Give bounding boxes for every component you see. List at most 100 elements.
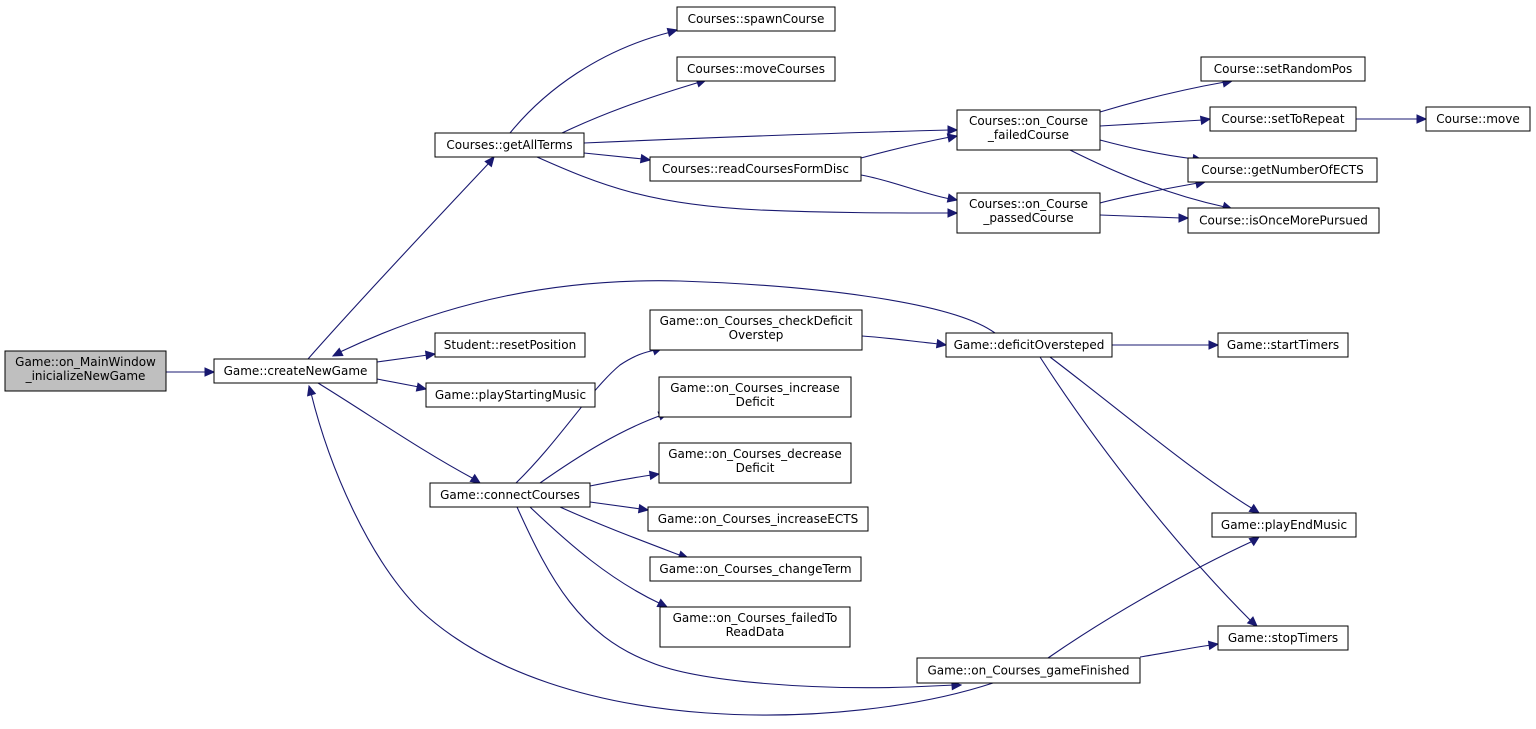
node-setToRepeat[interactable]: Course::setToRepeat	[1209, 106, 1357, 132]
node-label-line: Game::startTimers	[1227, 338, 1339, 352]
node-failedCourse[interactable]: Courses::on_Course_failedCourse	[956, 109, 1101, 151]
node-label-line: Game::on_Courses_increaseECTS	[658, 512, 858, 526]
node-label-line: Game::on_Courses_changeTerm	[659, 562, 851, 576]
node-resetPosition[interactable]: Student::resetPosition	[434, 332, 586, 358]
node-changeTerm[interactable]: Game::on_Courses_changeTerm	[649, 556, 862, 582]
node-box	[676, 56, 836, 82]
edge-passedCourse-to-getNumberOfECTS	[1099, 179, 1207, 204]
node-deficitOversteped[interactable]: Game::deficitOversteped	[945, 332, 1113, 358]
edge-line	[559, 506, 683, 557]
node-label-line: Game::on_Courses_failedTo	[673, 611, 838, 625]
edge-getAllTerms-to-passedCourse	[536, 156, 959, 218]
edge-arrowhead	[946, 193, 959, 203]
node-label-line: Game::on_MainWindow	[15, 355, 156, 369]
edge-arrowhead	[947, 125, 959, 135]
edge-line	[307, 162, 490, 360]
node-label-line: Deficit	[736, 395, 775, 409]
node-box	[1425, 106, 1531, 132]
node-label-line: Courses::on_Course	[969, 114, 1088, 128]
edge-connectCourses-to-increaseDeficit	[539, 411, 670, 484]
edge-createNewGame-to-connectCourses	[317, 382, 482, 484]
node-label-line: Course::move	[1436, 112, 1520, 126]
node-box	[434, 132, 585, 158]
node-label-line: Game::playStartingMusic	[435, 388, 586, 402]
node-box	[1217, 332, 1349, 358]
node-box	[1217, 625, 1349, 651]
edge-line	[310, 392, 994, 716]
node-label-line: Overstep	[729, 328, 784, 342]
edge-passedCourse-to-isOnceMorePursued	[1099, 213, 1190, 223]
edge-arrowhead	[947, 208, 959, 218]
node-isOnceMorePursued[interactable]: Course::isOnceMorePursued	[1187, 207, 1380, 234]
node-stopTimers[interactable]: Game::stopTimers	[1217, 625, 1349, 651]
node-label-line: Student::resetPosition	[444, 338, 576, 352]
edge-line	[376, 354, 429, 363]
edge-failedCourse-to-setToRepeat	[1099, 115, 1212, 127]
node-box	[658, 376, 852, 418]
node-label-line: Game::playEndMusic	[1221, 518, 1347, 532]
node-moveCourses[interactable]: Courses::moveCourses	[676, 56, 836, 82]
node-label-line: Courses::readCoursesFormDisc	[662, 162, 849, 176]
node-startTimers[interactable]: Game::startTimers	[1217, 332, 1349, 358]
node-label-line: _failedCourse	[987, 128, 1069, 142]
node-move[interactable]: Course::move	[1425, 106, 1531, 132]
edge-line	[1099, 182, 1199, 204]
edge-gameFinished-to-stopTimers	[1139, 640, 1220, 658]
edge-createNewGame-to-getAllTerms	[307, 156, 495, 360]
node-playStartingMusic[interactable]: Game::playStartingMusic	[425, 382, 596, 408]
edge-line	[589, 474, 653, 487]
node-passedCourse[interactable]: Courses::on_Course_passedCourse	[956, 192, 1101, 234]
edge-arrowhead	[469, 473, 482, 484]
node-setRandomPos[interactable]: Course::setRandomPos	[1200, 56, 1366, 82]
node-getAllTerms[interactable]: Courses::getAllTerms	[434, 132, 585, 158]
node-readCoursesFormDisc[interactable]: Courses::readCoursesFormDisc	[649, 156, 862, 182]
node-box	[1187, 157, 1378, 183]
edge-arrowhead	[666, 27, 679, 38]
edge-line	[1099, 214, 1182, 219]
edge-line	[583, 152, 644, 160]
edge-line	[583, 129, 951, 144]
node-connectCourses[interactable]: Game::connectCourses	[429, 482, 591, 508]
edge-deficitOversteped-to-playEndMusic	[1049, 356, 1261, 514]
node-box	[647, 506, 869, 532]
node-createNewGame[interactable]: Game::createNewGame	[213, 358, 378, 384]
edge-connectCourses-to-gameFinished	[516, 506, 963, 691]
node-label-line: _inicializeNewGame	[25, 369, 146, 383]
node-gameFinished[interactable]: Game::on_Courses_gameFinished	[916, 657, 1141, 684]
node-playEndMusic[interactable]: Game::playEndMusic	[1211, 512, 1357, 538]
edge-line	[536, 156, 951, 214]
node-box	[425, 382, 596, 408]
edge-deficitOversteped-to-startTimers	[1112, 340, 1220, 350]
node-spawnCourse[interactable]: Courses::spawnCourse	[676, 6, 836, 32]
edge-arrowhead	[424, 350, 437, 360]
edge-createNewGame-to-resetPosition	[376, 350, 437, 363]
edge-line	[339, 280, 996, 353]
edge-arrowhead	[1248, 503, 1261, 514]
node-box	[649, 309, 863, 351]
node-label-line: Course::setRandomPos	[1214, 62, 1352, 76]
edge-line	[1139, 644, 1212, 658]
node-box	[659, 606, 851, 648]
edge-line	[1099, 119, 1204, 127]
edge-arrowhead	[331, 347, 344, 357]
edge-gameFinished-to-playEndMusic	[1047, 536, 1261, 659]
node-label-line: _passedCourse	[982, 211, 1073, 225]
node-label-line: Game::on_Courses_increase	[670, 381, 839, 395]
edge-line	[539, 414, 663, 484]
node-box	[1187, 207, 1380, 234]
edge-arrowhead	[307, 384, 317, 397]
node-increaseECTS[interactable]: Game::on_Courses_increaseECTS	[647, 506, 869, 532]
node-getNumberOfECTS[interactable]: Course::getNumberOfECTS	[1187, 157, 1378, 183]
edge-line	[317, 382, 475, 480]
edge-deficitOversteped-to-createNewGame	[331, 280, 996, 357]
edge-line	[1047, 540, 1254, 659]
edge-deficitOversteped-to-stopTimers	[1039, 356, 1258, 627]
node-root[interactable]: Game::on_MainWindow_inicializeNewGame	[4, 350, 167, 392]
node-box	[1211, 512, 1357, 538]
edge-connectCourses-to-decreaseDeficit	[589, 470, 661, 487]
node-label-line: Game::createNewGame	[224, 364, 368, 378]
